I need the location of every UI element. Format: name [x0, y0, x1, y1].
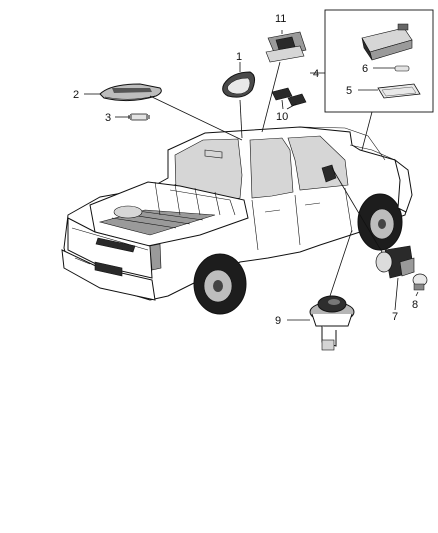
- leader-lines: [84, 30, 419, 321]
- part-9-puddle-lamp: [309, 295, 355, 351]
- callout-11: 11: [275, 13, 286, 25]
- callout-1: 1: [236, 51, 242, 63]
- callout-7: 7: [392, 311, 398, 323]
- callout-labels: 1 2 3 4 5 6 7 8 9 10 11: [73, 13, 418, 327]
- callout-3: 3: [105, 112, 111, 124]
- part-3-bulb: [128, 113, 150, 121]
- callout-8: 8: [412, 299, 418, 311]
- callout-4: 4: [313, 68, 319, 80]
- part-11-overhead-console: [265, 31, 307, 63]
- callout-6: 6: [362, 63, 368, 75]
- callout-2: 2: [73, 89, 79, 101]
- part-4-inset-box: [324, 9, 434, 113]
- part-2-cargo-lamp: [99, 83, 162, 102]
- part-1-dome-lamp: [222, 71, 256, 98]
- callout-5: 5: [346, 85, 352, 97]
- callout-9: 9: [275, 315, 281, 327]
- part-10-switches: [271, 87, 307, 107]
- callout-10: 10: [276, 111, 288, 123]
- part-7-courtesy-lamp: [375, 245, 415, 279]
- pickup-truck: [61, 126, 413, 315]
- part-8-bulb: [412, 273, 428, 291]
